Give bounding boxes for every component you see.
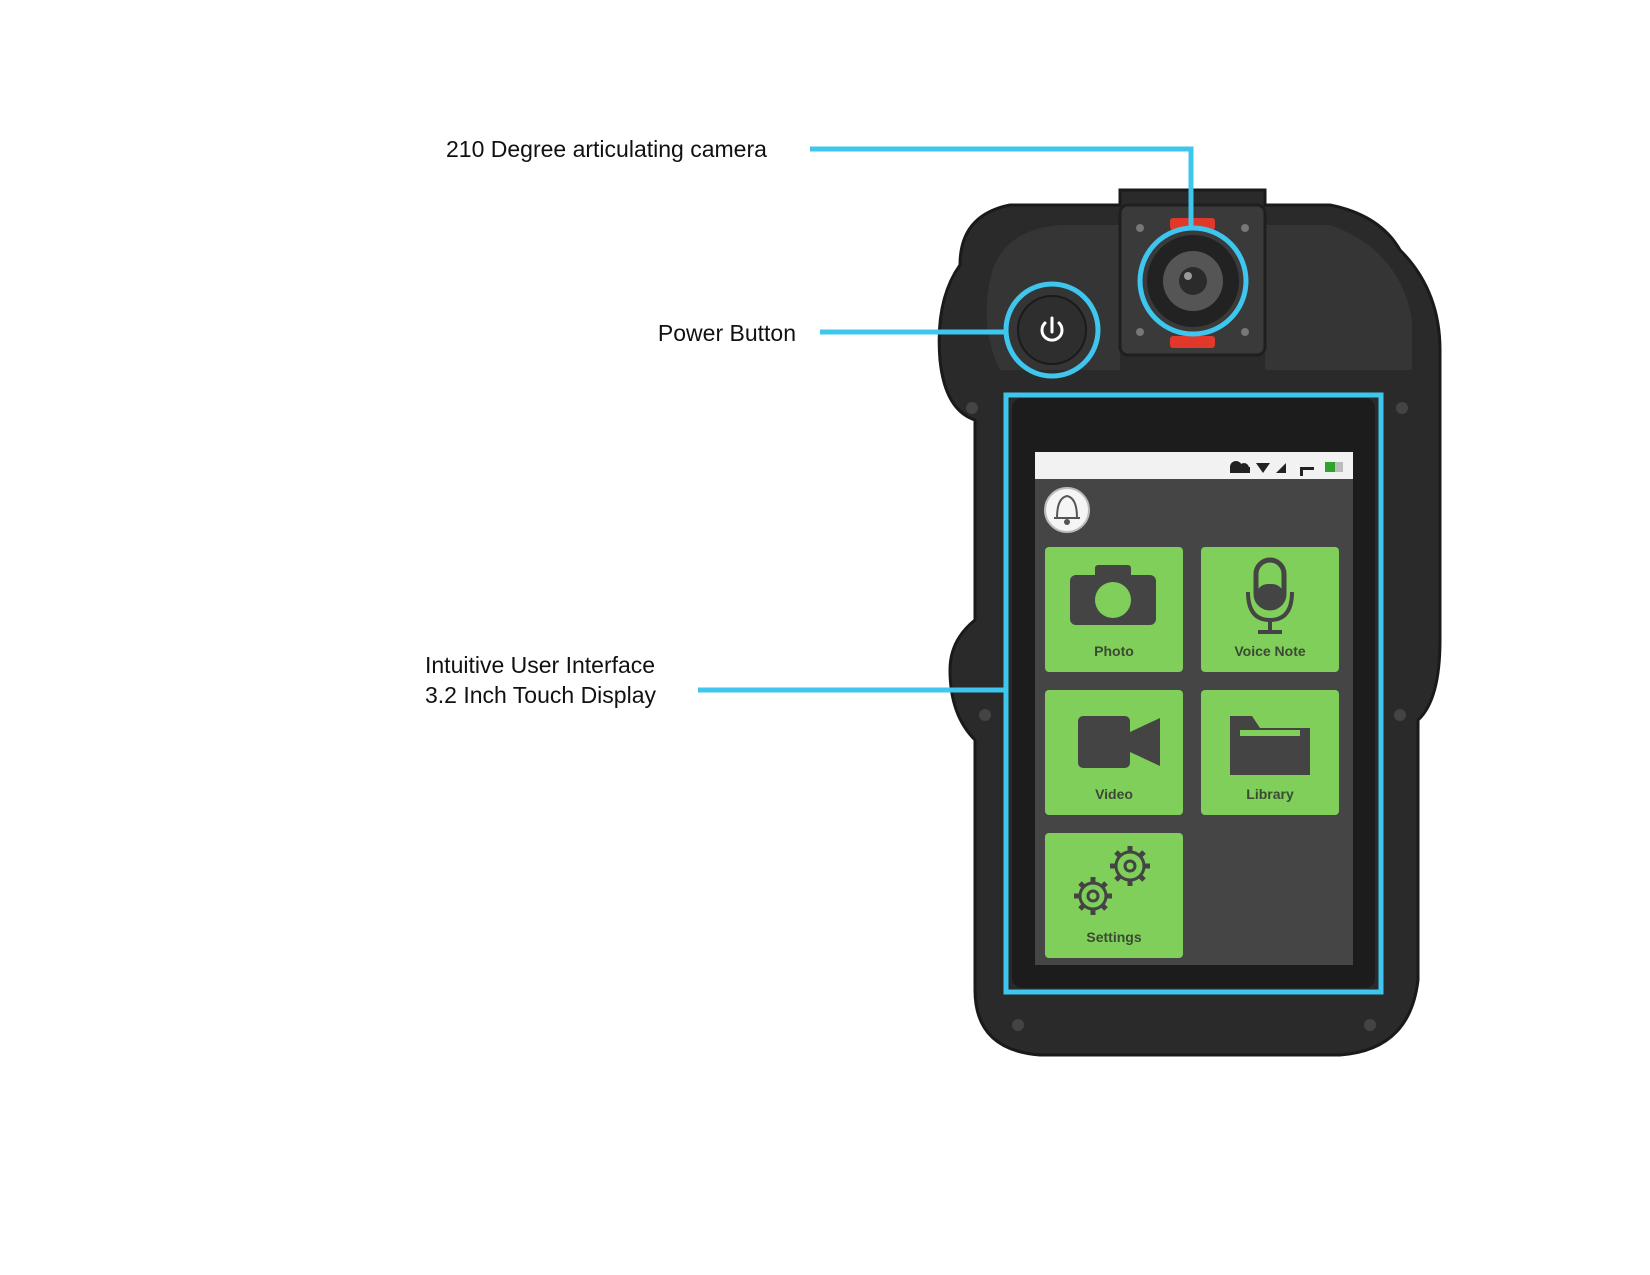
camera-lens-center [1179, 267, 1207, 295]
camera-red-indicator-bottom [1170, 336, 1215, 348]
screw [966, 402, 978, 414]
camera-icon [1070, 565, 1156, 625]
power-icon [1040, 316, 1064, 342]
signal-bars-icon [1300, 467, 1314, 476]
status-bar [1035, 452, 1353, 479]
microphone-icon [1246, 557, 1294, 634]
right-shoulder [1265, 225, 1412, 370]
display-callout-line2: 3.2 Inch Touch Display [425, 682, 656, 708]
screw [1241, 224, 1249, 232]
display-callout-line1: Intuitive User Interface [425, 652, 656, 678]
folder-icon [1230, 716, 1310, 775]
bell-icon[interactable] [1044, 487, 1090, 533]
display-callout-label: Intuitive User Interface 3.2 Inch Touch … [425, 650, 656, 710]
video-camera-icon [1078, 716, 1160, 768]
signal-icon [1276, 463, 1286, 473]
camera-lens-glint [1184, 272, 1192, 280]
screw [1241, 328, 1249, 336]
power-button-callout-label: Power Button [657, 320, 796, 346]
screw [1364, 1019, 1376, 1031]
screw [1136, 328, 1144, 336]
screw [1396, 402, 1408, 414]
cloud-icon [1230, 461, 1250, 473]
library-tile-label: Library [1246, 786, 1294, 802]
screw [1012, 1019, 1024, 1031]
settings-tile-label: Settings [1086, 929, 1142, 945]
screw [1136, 224, 1144, 232]
voice-note-tile-label: Voice Note [1234, 643, 1306, 659]
gears-icon [1074, 846, 1150, 915]
screw [979, 709, 991, 721]
video-tile-label: Video [1095, 786, 1133, 802]
camera-callout-label: 210 Degree articulating camera [446, 136, 767, 162]
battery-icon [1325, 462, 1343, 472]
screw [1394, 709, 1406, 721]
photo-tile-label: Photo [1094, 643, 1134, 659]
wifi-icon [1256, 463, 1270, 473]
camera-callout-line [810, 146, 1194, 228]
display-highlight-box [1003, 392, 1384, 995]
